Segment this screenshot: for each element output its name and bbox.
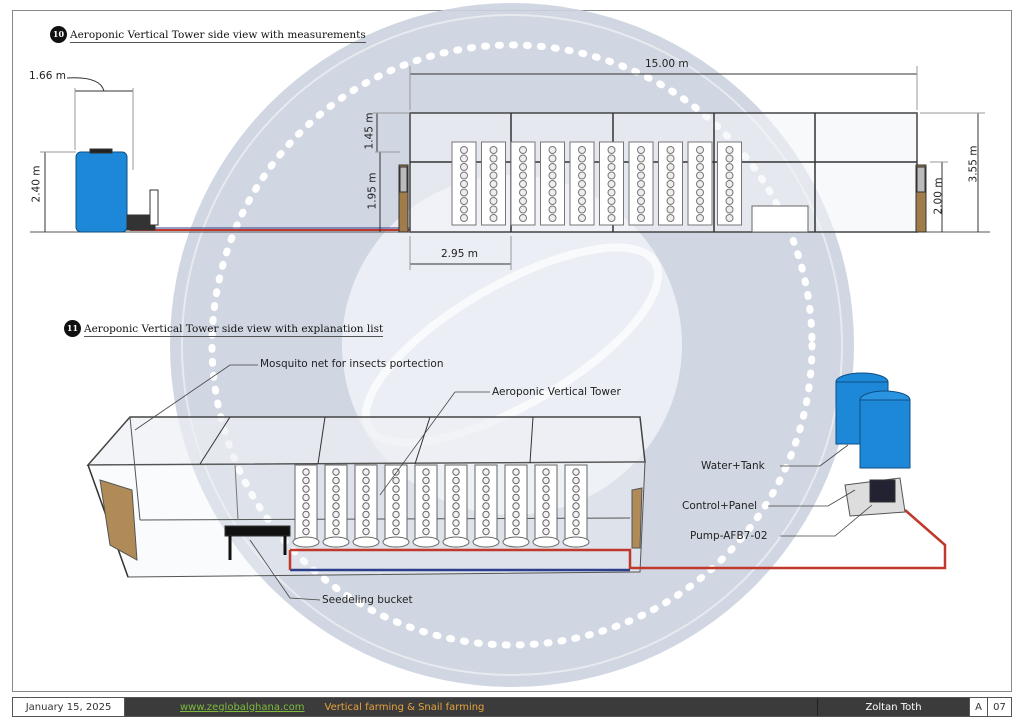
side-view-explanation	[86, 364, 947, 601]
pump	[869, 479, 896, 503]
tower	[322, 464, 350, 548]
watermark-seal	[170, 3, 854, 687]
tower	[658, 141, 683, 226]
section-number-badge: 11	[64, 320, 81, 337]
tower	[352, 464, 380, 548]
tower	[292, 464, 320, 548]
tower	[717, 141, 742, 226]
tower	[532, 464, 560, 548]
callout-mosquito-net: Mosquito net for insects portection	[260, 358, 444, 370]
tower	[502, 464, 530, 548]
greenhouse-roof	[86, 416, 646, 466]
seedling-bucket	[224, 525, 291, 537]
section-title: Aeroponic Vertical Tower side view with …	[84, 322, 384, 337]
callout-tower: Aeroponic Vertical Tower	[492, 386, 621, 398]
water-tank	[75, 151, 128, 233]
tower-row	[451, 141, 742, 226]
tower	[481, 141, 506, 226]
side-view-measurements	[30, 66, 990, 270]
seedling-bucket	[751, 205, 809, 233]
callout-water-tank: Water+Tank	[701, 460, 765, 472]
water-tanks	[835, 372, 911, 469]
callout-seedling-bucket: Seedeling bucket	[322, 594, 413, 606]
footer-author: Zoltan Toth	[817, 698, 969, 716]
section-title: Aeroponic Vertical Tower side view with …	[70, 28, 366, 43]
tower	[599, 141, 624, 226]
tower	[382, 464, 410, 548]
door-right	[631, 487, 643, 549]
title-block-footer: January 15, 2025 www.zeglobalghana.com V…	[12, 697, 1012, 717]
dim-roof-height: 1.45 m	[363, 112, 376, 150]
section-number-badge: 10	[50, 26, 67, 43]
footer-revision: A	[969, 698, 987, 716]
tower	[687, 141, 713, 226]
callout-control-panel: Control+Panel	[682, 500, 758, 512]
dim-wall-height: 1.95 m	[366, 172, 379, 210]
tower	[412, 464, 440, 548]
tower	[451, 141, 477, 226]
dim-total-height: 3.55 m	[967, 145, 980, 183]
tower	[442, 464, 470, 548]
tower-row	[292, 464, 590, 548]
door-right	[915, 164, 927, 233]
dim-tank-width: 1.66 m	[29, 70, 66, 82]
footer-date: January 15, 2025	[13, 698, 125, 716]
door-left	[99, 479, 138, 561]
callout-pump: Pump-AFB7-02	[690, 530, 768, 542]
dim-total-length: 15.00 m	[645, 58, 689, 70]
tower	[628, 141, 654, 226]
dim-tank-height: 2.40 m	[30, 165, 43, 203]
tower	[510, 141, 536, 226]
tower	[562, 464, 590, 548]
tower	[540, 141, 565, 226]
tower	[569, 141, 595, 226]
dim-door-height: 2.00 m	[932, 177, 945, 215]
footer-page-number: 07	[987, 698, 1011, 716]
tower	[472, 464, 500, 548]
website-link[interactable]: www.zeglobalghana.com	[180, 701, 305, 713]
footer-info: www.zeglobalghana.com Vertical farming &…	[125, 698, 817, 716]
footer-topic: Vertical farming & Snail farming	[324, 701, 485, 713]
door-left	[398, 164, 409, 233]
dim-bay-width: 2.95 m	[441, 248, 478, 260]
